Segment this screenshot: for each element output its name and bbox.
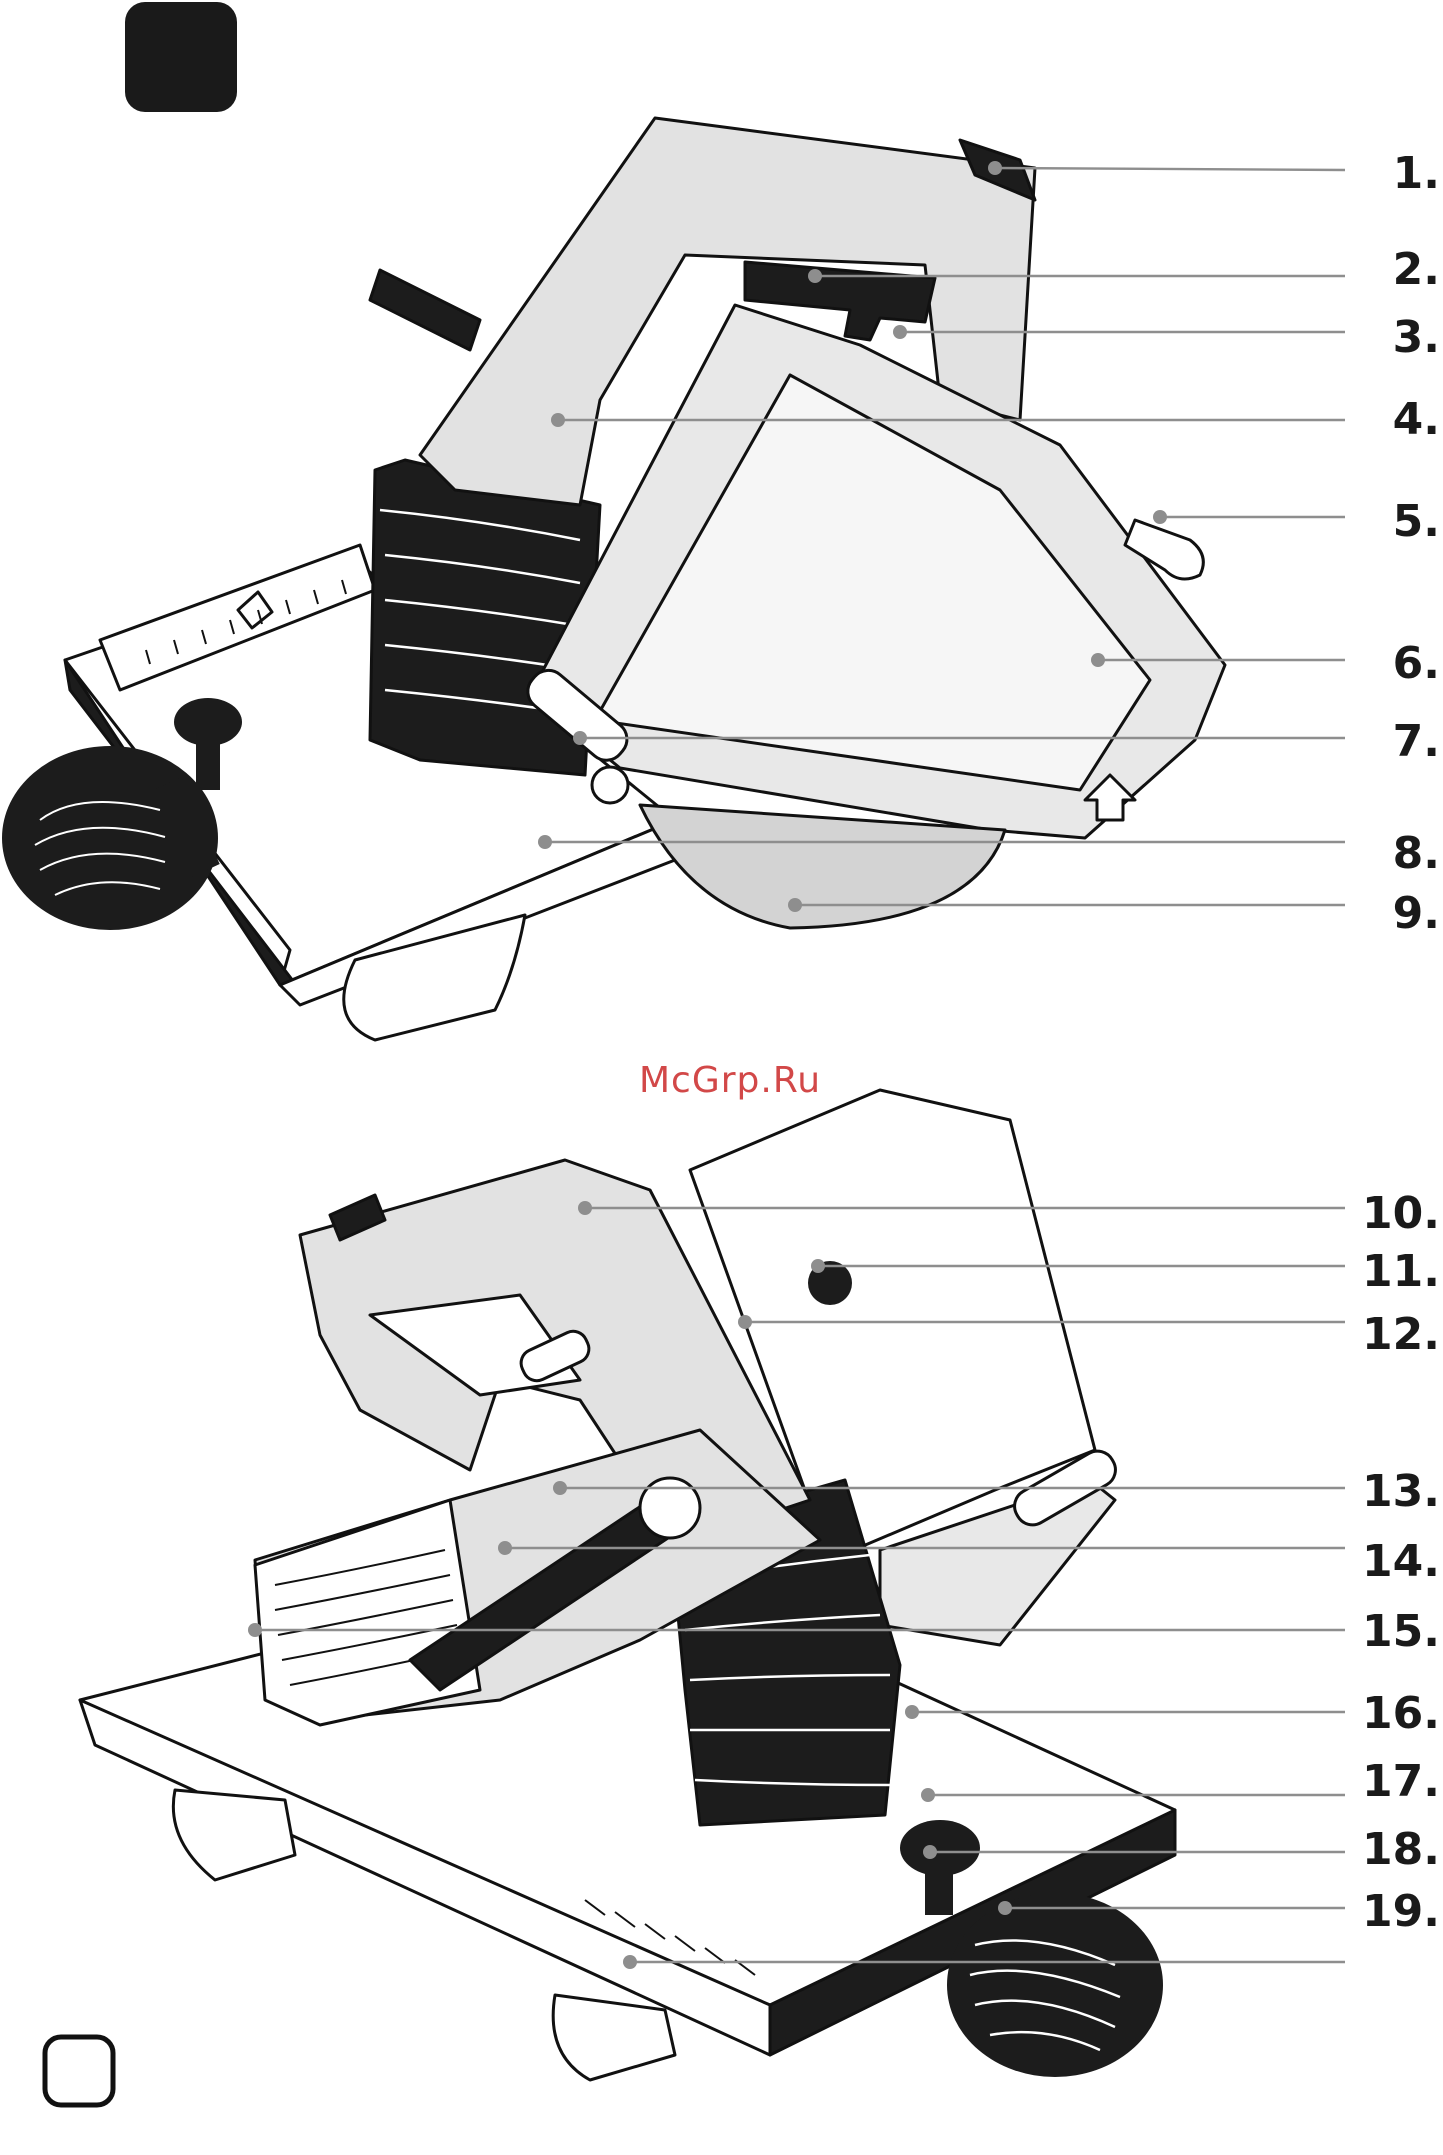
callout-labels: 1. 2. 3. 4. 5. 6. 7. 8. 9. 10. 11. 12. 13. 14. 15. 16. 1… bbox=[1362, 148, 1440, 1937]
part-number-label: 10. bbox=[1362, 1188, 1440, 1239]
part-number-label: 3. bbox=[1393, 312, 1440, 363]
lock-knob-stem bbox=[925, 1860, 953, 1915]
support-foot bbox=[173, 1790, 295, 1880]
leader-dot bbox=[923, 1845, 937, 1859]
saw-front-view bbox=[2, 118, 1225, 1040]
leader-dot bbox=[738, 1315, 752, 1329]
part-number-label: 4. bbox=[1393, 394, 1440, 445]
motor-vent-grille bbox=[255, 1500, 480, 1725]
part-number-label: 18. bbox=[1362, 1824, 1440, 1875]
part-number-label: 16. bbox=[1362, 1688, 1440, 1739]
spindle-shaft bbox=[370, 270, 480, 350]
part-number-label: 15. bbox=[1362, 1606, 1440, 1657]
leader-dot bbox=[551, 413, 565, 427]
part-number-label: 14. bbox=[1362, 1536, 1440, 1587]
part-number-label: 12. bbox=[1362, 1309, 1440, 1360]
leader-dot bbox=[1091, 653, 1105, 667]
part-number-label: 9. bbox=[1393, 888, 1440, 939]
part-number-label: 5. bbox=[1393, 496, 1440, 547]
leader-dot bbox=[538, 835, 552, 849]
part-number-label: 17. bbox=[1362, 1756, 1440, 1807]
leader-dot bbox=[988, 161, 1002, 175]
part-number-label: 6. bbox=[1393, 638, 1440, 689]
part-number-label: 8. bbox=[1393, 828, 1440, 879]
part-number-label: 7. bbox=[1393, 716, 1440, 767]
leader-dot bbox=[578, 1201, 592, 1215]
leader-dot bbox=[573, 731, 587, 745]
part-number-label: 1. bbox=[1393, 148, 1440, 199]
leader-dot bbox=[921, 1788, 935, 1802]
leader-dot bbox=[893, 325, 907, 339]
support-foot bbox=[553, 1995, 675, 2080]
lock-knob-stem bbox=[196, 735, 220, 790]
outline-rounded-square-icon bbox=[45, 2037, 113, 2105]
leader-dot bbox=[1153, 510, 1167, 524]
leader-dot bbox=[498, 1541, 512, 1555]
part-number-label: 2. bbox=[1393, 244, 1440, 295]
depth-knob bbox=[947, 1893, 1163, 2077]
leader-dot bbox=[553, 1481, 567, 1495]
leader-dot bbox=[808, 269, 822, 283]
part-number-label: 11. bbox=[1362, 1246, 1440, 1297]
pivot-bolt bbox=[592, 767, 628, 803]
watermark-text: McGrp.Ru bbox=[639, 1060, 821, 1101]
leader-dot bbox=[998, 1901, 1012, 1915]
part-number-label: 13. bbox=[1362, 1466, 1440, 1517]
saw-rear-view bbox=[80, 1090, 1175, 2080]
leader-dot bbox=[905, 1705, 919, 1719]
filled-rounded-square-icon bbox=[125, 2, 237, 112]
leader-dot bbox=[623, 1955, 637, 1969]
leader-dot bbox=[248, 1623, 262, 1637]
part-number-label: 19. bbox=[1362, 1886, 1440, 1937]
leader-line bbox=[995, 168, 1345, 170]
leader-dot bbox=[811, 1259, 825, 1273]
leader-dot bbox=[788, 898, 802, 912]
